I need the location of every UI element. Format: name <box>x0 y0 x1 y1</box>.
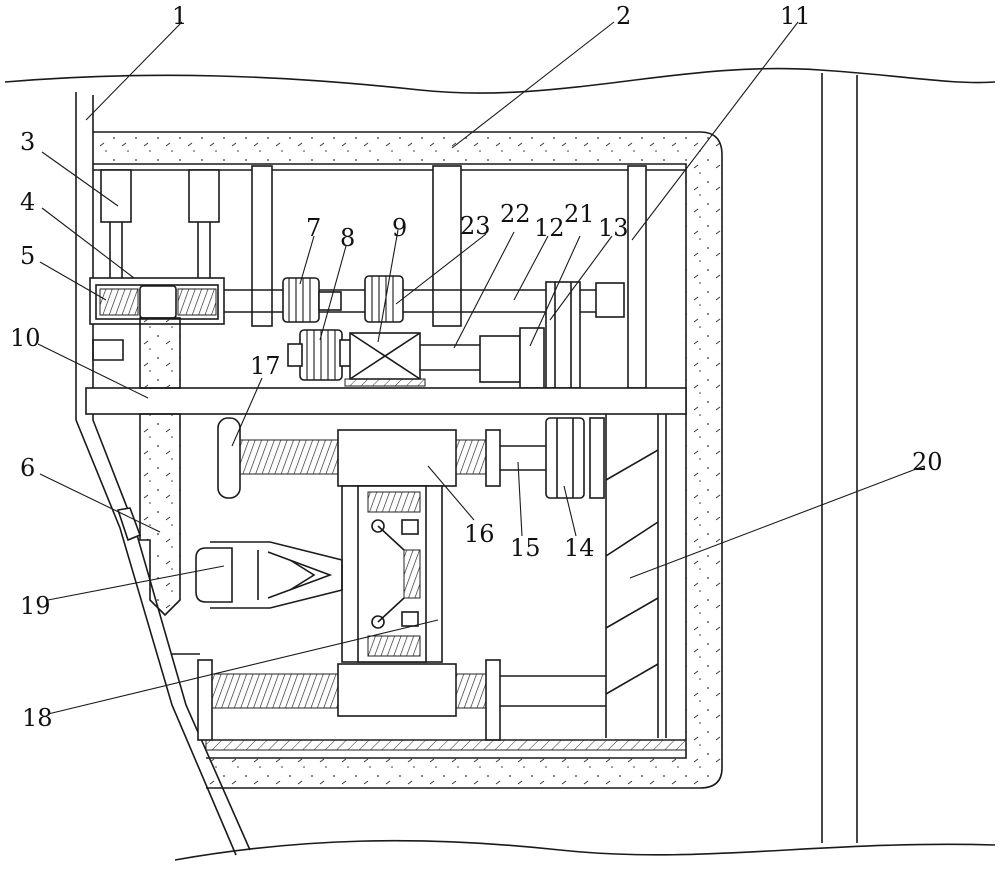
label-18: 18 <box>22 704 53 732</box>
label-20: 20 <box>912 448 943 476</box>
lower-lead-screw <box>197 659 606 741</box>
leader-lines <box>37 21 925 715</box>
right-pipe <box>821 73 858 843</box>
screw-box-4 <box>89 277 225 325</box>
label-10: 10 <box>10 324 41 352</box>
bottom-break-line <box>174 839 996 861</box>
wheel-13 <box>545 281 581 389</box>
label-13: 13 <box>598 214 629 242</box>
clamp-block <box>116 507 142 542</box>
cylinder-3 <box>100 169 220 278</box>
label-4: 4 <box>20 188 35 216</box>
label-22: 22 <box>500 200 531 228</box>
label-17: 17 <box>250 352 281 380</box>
label-5: 5 <box>20 242 35 270</box>
gear-7 <box>282 277 342 323</box>
right-guide-20 <box>605 414 667 738</box>
spring-clamp-frame <box>341 485 443 663</box>
gear-8 <box>287 329 343 381</box>
drive-shaft-22 <box>420 327 545 389</box>
gear-23 <box>364 275 404 323</box>
label-6: 6 <box>20 454 35 482</box>
motor-9 <box>339 332 426 387</box>
top-break-line <box>4 67 996 94</box>
label-11: 11 <box>780 2 811 30</box>
label-1: 1 <box>172 2 187 30</box>
label-14: 14 <box>564 534 595 562</box>
label-16: 16 <box>464 520 495 548</box>
label-19: 19 <box>20 592 51 620</box>
label-23: 23 <box>460 212 491 240</box>
label-15: 15 <box>510 534 541 562</box>
upper-lead-screw <box>217 417 605 499</box>
label-7: 7 <box>306 214 321 242</box>
rod-6 <box>92 317 181 617</box>
part-labels: 1 2 11 3 4 5 7 8 9 23 22 12 21 13 10 17 … <box>10 2 943 732</box>
label-12: 12 <box>534 214 565 242</box>
nozzle-19 <box>195 541 343 609</box>
support-plate-10 <box>85 387 687 415</box>
housing-insulation <box>93 131 723 789</box>
label-3: 3 <box>20 128 35 156</box>
label-21: 21 <box>564 200 595 228</box>
label-9: 9 <box>392 214 407 242</box>
lower-wall <box>172 653 687 751</box>
upper-posts <box>251 165 647 389</box>
label-8: 8 <box>340 224 355 252</box>
label-2: 2 <box>616 2 631 30</box>
